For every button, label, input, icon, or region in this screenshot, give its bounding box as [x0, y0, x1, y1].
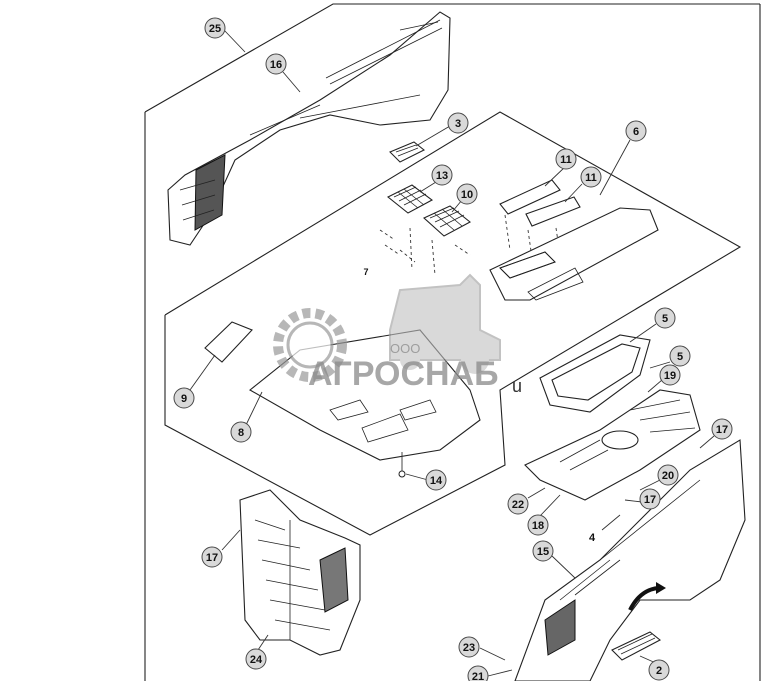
callout-17a: 17 [711, 418, 733, 440]
hood-panel-outline [144, 3, 761, 681]
svg-text:6: 6 [633, 126, 639, 138]
glass-panel-11a [499, 179, 561, 215]
watermark-prefix: ООО [390, 341, 420, 356]
svg-text:24: 24 [250, 654, 263, 666]
callout-23: 23 [458, 636, 480, 658]
callout-8: 8 [230, 421, 252, 443]
roof-panel-outline [164, 111, 742, 536]
svg-text:16: 16 [270, 59, 282, 71]
small-window-part-9 [204, 321, 253, 363]
tray-part-5 [539, 334, 651, 413]
callout-7: 7 [363, 267, 368, 277]
side-fender-upper [167, 11, 451, 246]
callout-10: 10 [456, 183, 478, 205]
svg-text:20: 20 [662, 470, 674, 482]
svg-text:8: 8 [238, 427, 244, 439]
grille-part-10 [423, 205, 471, 237]
callout-6: 6 [625, 120, 647, 142]
svg-text:11: 11 [560, 154, 572, 166]
svg-text:18: 18 [532, 520, 544, 532]
callout-9: 9 [173, 387, 195, 409]
svg-text:15: 15 [537, 546, 549, 558]
svg-text:17: 17 [644, 494, 656, 506]
callout-21: 21 [467, 665, 489, 681]
rear-column-part-24 [239, 489, 361, 656]
callout-24: 24 [245, 648, 267, 670]
mounting-arrow [628, 582, 666, 611]
roof-part-6 [489, 207, 659, 301]
svg-text:3: 3 [455, 118, 461, 130]
callout-15: 15 [532, 540, 554, 562]
svg-text:10: 10 [461, 189, 473, 201]
watermark-suffix: u [512, 376, 522, 396]
svg-text:19: 19 [664, 370, 676, 382]
callout-25: 25 [204, 17, 226, 39]
lower-vent-part-2 [611, 631, 661, 661]
svg-text:5: 5 [662, 313, 668, 325]
svg-text:2: 2 [656, 665, 662, 677]
leader-lines [189, 29, 715, 677]
callout-22: 22 [507, 493, 529, 515]
callout-4: 4 [589, 532, 596, 544]
harvester-logo-icon [389, 273, 501, 374]
svg-text:4: 4 [589, 532, 596, 544]
svg-text:14: 14 [430, 475, 443, 487]
callout-3: 3 [447, 112, 469, 134]
callout-20: 20 [657, 464, 679, 486]
svg-text:9: 9 [181, 393, 187, 405]
svg-text:11: 11 [585, 172, 597, 184]
svg-text:23: 23 [463, 642, 475, 654]
svg-text:17: 17 [206, 552, 218, 564]
fastener-dashes [379, 227, 471, 276]
gear-logo-icon [273, 308, 347, 382]
side-fender-lower-part-15 [514, 439, 746, 681]
grille-part-13 [386, 184, 434, 214]
callout-16: 16 [265, 53, 287, 75]
svg-text:5: 5 [677, 351, 683, 363]
svg-text:21: 21 [472, 671, 484, 681]
callout-5a: 5 [654, 307, 676, 329]
callout-18: 18 [527, 514, 549, 536]
callout-5b: 5 [669, 345, 691, 367]
svg-text:7: 7 [363, 267, 368, 277]
company-watermark: ООО АГРОСНАБ u [273, 273, 522, 396]
callout-13: 13 [431, 164, 453, 186]
svg-text:22: 22 [512, 499, 524, 511]
callout-11b: 11 [580, 166, 602, 188]
callout-11a: 11 [555, 148, 577, 170]
callout-17c: 17 [201, 546, 223, 568]
small-vent-part-3 [389, 141, 426, 163]
svg-text:25: 25 [209, 23, 221, 35]
watermark-name: АГРОСНАБ [308, 355, 499, 393]
callout-17b: 17 [639, 488, 661, 510]
svg-text:13: 13 [436, 170, 448, 182]
callout-2: 2 [648, 659, 670, 681]
callout-19: 19 [659, 364, 681, 386]
console-housing-part-18 [524, 389, 701, 501]
glass-panel-11b [525, 196, 581, 227]
svg-text:17: 17 [716, 424, 728, 436]
bolt-part-14 [398, 452, 406, 478]
callout-14: 14 [425, 469, 447, 491]
